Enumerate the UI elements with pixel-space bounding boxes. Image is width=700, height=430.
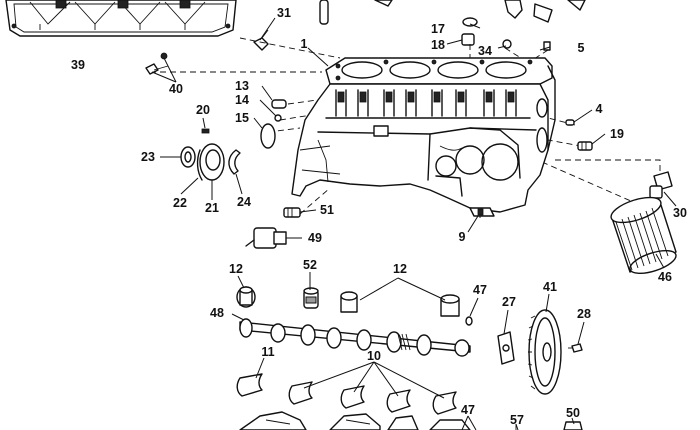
crankshaft-partial [239, 411, 471, 430]
cam-gear-41 [527, 309, 562, 395]
callout-49: 49 [308, 230, 322, 245]
main-bearings-10 [288, 381, 457, 415]
leader-lines [151, 17, 677, 430]
callout-10: 10 [367, 348, 381, 363]
bolts-40 [145, 52, 169, 75]
callout-22: 22 [173, 195, 187, 210]
callout-52: 52 [303, 257, 317, 272]
callout-28: 28 [577, 306, 591, 321]
callout-31: 31 [277, 5, 291, 20]
bolt-28 [568, 343, 583, 353]
key-47-top [465, 316, 473, 326]
callout-5: 5 [577, 40, 585, 55]
callout-12-right: 12 [393, 261, 407, 276]
callout-50: 50 [566, 405, 580, 420]
callout-1: 1 [300, 36, 308, 51]
cam-bearing-12-left [236, 286, 256, 308]
callout-39: 39 [71, 57, 85, 72]
callout-48: 48 [210, 305, 224, 320]
switch-51 [283, 207, 301, 218]
callout-12-left: 12 [229, 261, 243, 276]
cam-bearing-12-right [440, 294, 460, 317]
callout-17: 17 [431, 21, 445, 36]
bushing-52 [303, 287, 319, 309]
callout-30: 30 [673, 205, 687, 220]
callout-46: 46 [658, 269, 672, 284]
callout-47-bottom: 47 [461, 402, 475, 417]
bolt-31 [253, 29, 269, 51]
callout-19: 19 [610, 126, 624, 141]
adapter-30 [649, 171, 673, 199]
callout-15: 15 [235, 110, 249, 125]
fitting-19 [577, 141, 593, 151]
top-right-parts [374, 0, 586, 51]
oil-filter-46 [610, 196, 677, 275]
thrust-plate-27 [497, 331, 515, 365]
callout-18: 18 [431, 37, 445, 52]
camshaft-48 [239, 318, 471, 357]
cup-plug-15 [260, 123, 276, 149]
pin-20 [201, 128, 210, 134]
plug-14 [274, 114, 282, 122]
callout-40: 40 [169, 81, 183, 96]
plug-13 [271, 99, 287, 109]
callout-47-top: 47 [473, 282, 487, 297]
callout-51: 51 [320, 202, 334, 217]
callout-41: 41 [543, 279, 557, 294]
plug-4 [565, 119, 575, 126]
main-bearing-11 [236, 373, 263, 397]
callout-21: 21 [205, 200, 219, 215]
callout-11: 11 [261, 344, 275, 359]
callout-24: 24 [237, 194, 251, 209]
callout-9: 9 [458, 229, 466, 244]
engine-block-1 [291, 57, 556, 213]
callout-20: 20 [196, 102, 210, 117]
callout-14: 14 [235, 92, 249, 107]
callout-4: 4 [595, 101, 603, 116]
seal-housing-21 [199, 143, 225, 181]
callout-34: 34 [478, 43, 492, 58]
cam-bearing-12-mid [340, 291, 358, 313]
oil-pan-39 [5, 0, 237, 37]
dipstick-tube [319, 0, 329, 25]
callout-23: 23 [141, 149, 155, 164]
callout-57: 57 [510, 412, 524, 427]
bracket-9 [469, 207, 495, 217]
bearing-half-24 [228, 149, 241, 175]
gasket-22 [196, 149, 203, 181]
oil-seal-23 [180, 146, 196, 168]
callout-13: 13 [235, 78, 249, 93]
bottom-right-parts [515, 421, 583, 430]
callout-27: 27 [502, 294, 516, 309]
